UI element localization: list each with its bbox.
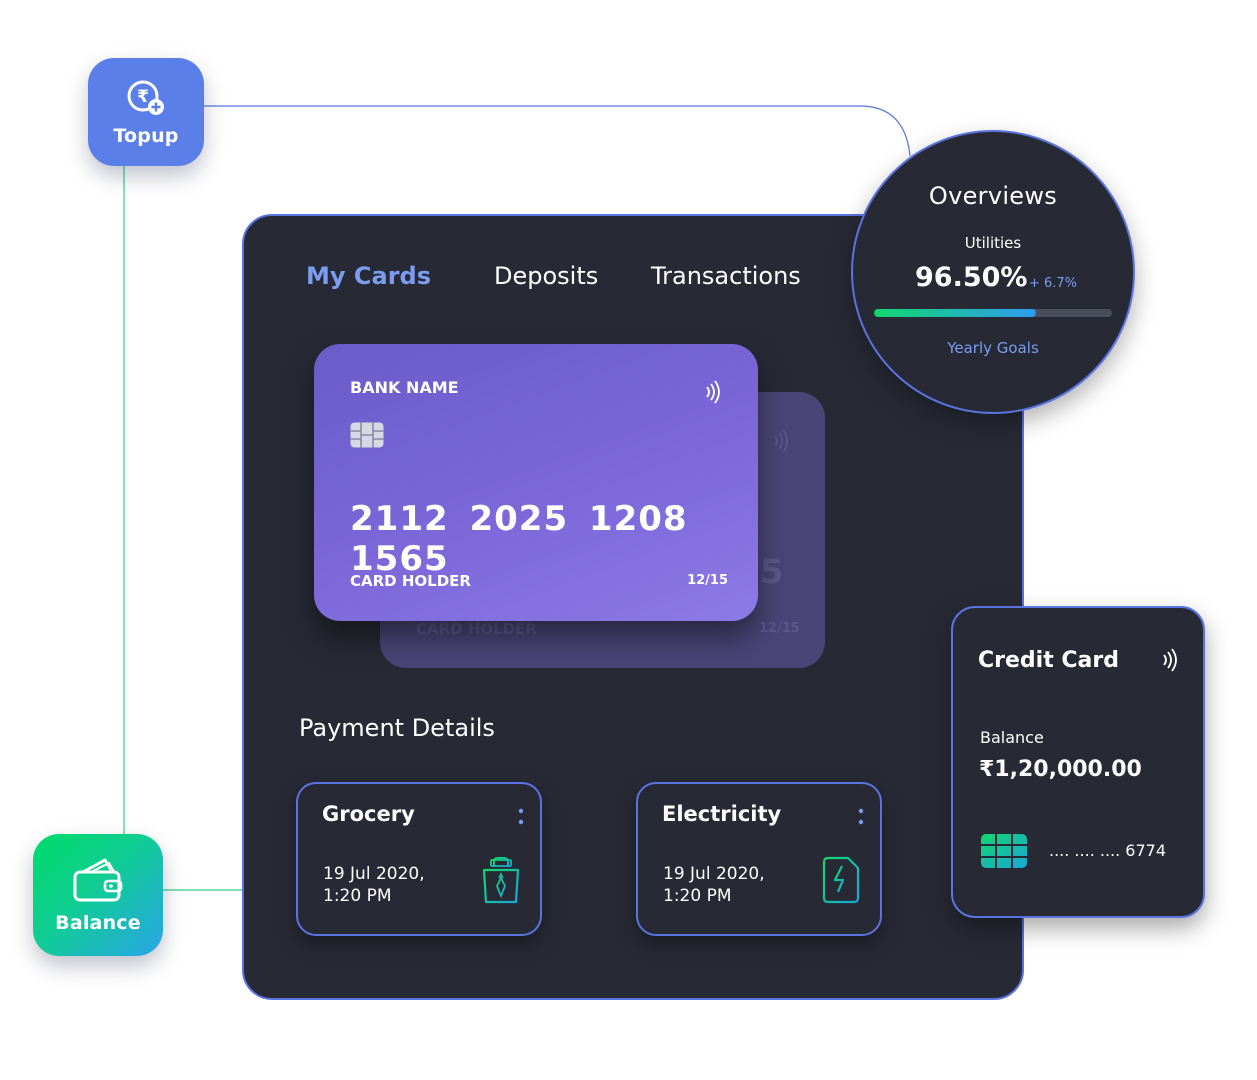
svg-text:₹: ₹: [137, 87, 149, 107]
bank-card-front[interactable]: BANK NAME 2112 2025 1208 1565 CARD HOLDE…: [314, 344, 758, 621]
payment-title-electricity: Electricity: [662, 802, 782, 826]
payment-details-title: Payment Details: [299, 714, 495, 742]
credit-card-number: .... .... .... 6774: [1049, 841, 1167, 860]
card-chip-icon: [981, 834, 1027, 872]
bank-name: BANK NAME: [350, 378, 459, 397]
tab-my-cards[interactable]: My Cards: [306, 262, 431, 290]
overview-change: + 6.7%: [1029, 276, 1078, 291]
yearly-goal-progress-fill: [874, 309, 1036, 317]
payment-date-grocery: 19 Jul 2020, 1:20 PM: [323, 863, 453, 907]
rupee-add-icon: ₹: [123, 77, 169, 121]
payment-time: 1:20 PM: [663, 886, 732, 906]
credit-card-balance: ₹1,20,000.00: [979, 757, 1142, 782]
my-cards-panel: My Cards Deposits Transactions 5 CARD HO…: [242, 214, 1024, 1000]
credit-card-widget[interactable]: Credit Card Balance ₹1,20,000.00 .... ..…: [951, 606, 1205, 918]
electricity-bill-icon: [822, 856, 860, 908]
back-card-number-digit: 5: [760, 552, 784, 592]
contactless-icon: [770, 428, 792, 458]
payment-date: 19 Jul 2020,: [663, 864, 765, 884]
payment-date: 19 Jul 2020,: [323, 864, 425, 884]
payment-card-electricity[interactable]: Electricity 19 Jul 2020, 1:20 PM: [636, 782, 882, 936]
shopping-bag-icon: [482, 856, 520, 908]
yearly-goals-label: Yearly Goals: [947, 339, 1039, 357]
more-options-icon[interactable]: [518, 808, 524, 830]
overview-value: 96.50%: [915, 262, 1028, 293]
back-card-expiry: 12/15: [759, 621, 800, 636]
balance-label: Balance: [55, 912, 141, 934]
back-card-holder: CARD HOLDER: [416, 620, 537, 638]
card-number: 2112 2025 1208 1565: [350, 499, 688, 579]
balance-button[interactable]: Balance: [33, 834, 163, 956]
topup-button[interactable]: ₹ Topup: [88, 58, 204, 166]
card-expiry: 12/15: [687, 573, 728, 588]
more-options-icon[interactable]: [858, 808, 864, 830]
overview-title: Overviews: [928, 182, 1058, 210]
yearly-goal-progress-bar: [874, 309, 1112, 317]
credit-card-title: Credit Card: [978, 648, 1119, 673]
payment-card-grocery[interactable]: Grocery 19 Jul 2020, 1:20 PM: [296, 782, 542, 936]
topup-label: Topup: [113, 125, 179, 147]
card-chip-icon: [350, 422, 384, 452]
contactless-icon: [1159, 646, 1181, 678]
credit-card-balance-label: Balance: [980, 728, 1044, 747]
payment-date-electricity: 19 Jul 2020, 1:20 PM: [663, 863, 793, 907]
payment-title-grocery: Grocery: [322, 802, 415, 826]
tab-deposits[interactable]: Deposits: [494, 262, 599, 290]
card-holder: CARD HOLDER: [350, 572, 471, 590]
payment-time: 1:20 PM: [323, 886, 392, 906]
overview-subtitle: Utilities: [964, 234, 1022, 252]
tab-transactions[interactable]: Transactions: [651, 262, 801, 290]
contactless-icon: [702, 378, 724, 410]
wallet-icon: [71, 856, 125, 908]
overview-widget[interactable]: Overviews Utilities 96.50% + 6.7% Yearly…: [851, 130, 1135, 414]
